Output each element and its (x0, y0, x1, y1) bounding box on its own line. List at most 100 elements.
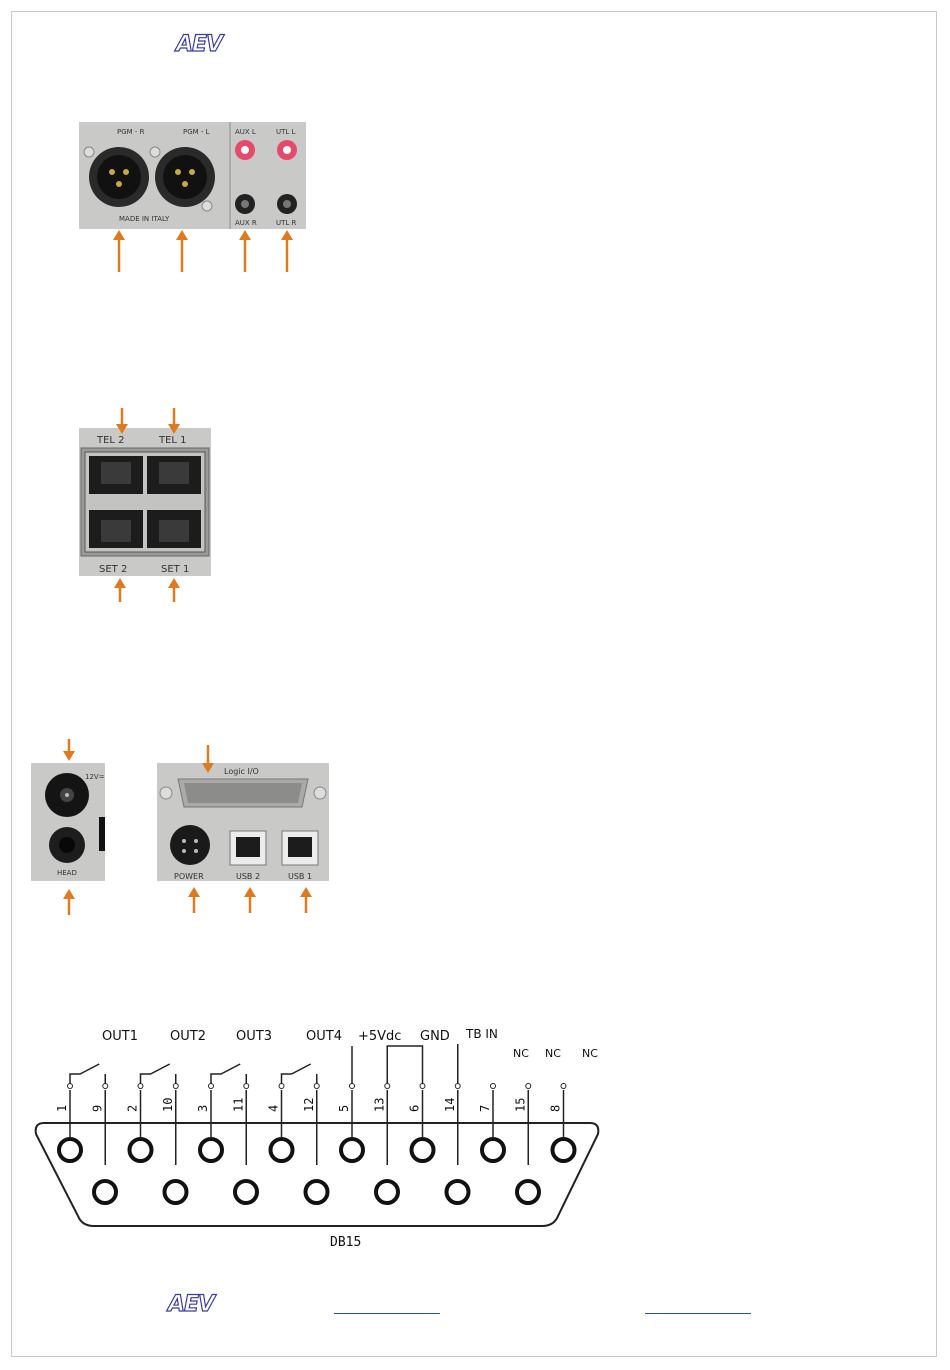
label-usb-1: USB 1 (288, 872, 312, 881)
pin-terminal (103, 1084, 108, 1089)
logo-text: AEV (168, 1292, 214, 1317)
rca-utl-l (277, 140, 297, 160)
audio-connectors-panel: PGM - R PGM - L AUX L UTL L AUX R UTL R … (79, 122, 309, 274)
arrow-pgm-l (176, 230, 188, 272)
pin-terminal (68, 1084, 73, 1089)
pin-hole-top (59, 1139, 81, 1161)
pin-hole-bottom (165, 1181, 187, 1203)
label-set-1: SET 1 (161, 564, 189, 575)
headphone-jack (49, 827, 85, 863)
pin-number: 4 (267, 1105, 281, 1112)
label-set-2: SET 2 (99, 564, 127, 575)
pin-number: 15 (513, 1098, 527, 1112)
relay-contact (282, 1064, 311, 1084)
arrow-set-2 (114, 578, 126, 602)
arrow-head (63, 889, 75, 915)
pin-number: 7 (478, 1105, 492, 1112)
footer-link-2[interactable] (645, 1313, 751, 1314)
usb-port-2 (230, 831, 266, 865)
arrow-power (188, 887, 200, 913)
rj-jack-tel-2 (89, 456, 143, 494)
aev-logo-bottom: AEV (168, 1294, 228, 1316)
pin-hole-bottom (447, 1181, 469, 1203)
pin-hole-bottom (376, 1181, 398, 1203)
pin-number: 12 (302, 1098, 316, 1112)
pin-number: 13 (372, 1098, 386, 1112)
label-out3: OUT3 (236, 1029, 272, 1044)
label-5vdc: +5Vdc (358, 1029, 401, 1044)
db15-pinout-diagram: 192103114125136147158 OUT1 OUT2 OUT3 OUT… (30, 1020, 610, 1252)
label-made-in: MADE IN ITALY (119, 215, 170, 223)
pin-hole-bottom (517, 1181, 539, 1203)
pin-number: 10 (161, 1098, 175, 1112)
label-nc-2: NC (545, 1047, 561, 1060)
label-aux-l: AUX L (235, 128, 256, 136)
label-tb-in: TB IN (465, 1027, 498, 1041)
logic-usb-panel: Logic I/O POWER USB 2 USB 1 (156, 743, 332, 917)
label-db15: DB15 (330, 1235, 361, 1250)
arrow-set-1 (168, 578, 180, 602)
arrow-aux (239, 230, 251, 272)
rca-aux-r (235, 194, 255, 214)
label-utl-r: UTL R (276, 219, 297, 227)
pin-terminal (561, 1084, 566, 1089)
pin-terminal (350, 1084, 355, 1089)
label-nc-1: NC (513, 1047, 529, 1060)
label-utl-l: UTL L (276, 128, 296, 136)
pin-number: 2 (126, 1105, 140, 1112)
pin-hole-top (341, 1139, 363, 1161)
relay-contact (70, 1064, 99, 1084)
pin-number: 14 (443, 1098, 457, 1112)
rca-aux-l (235, 140, 255, 160)
label-12v: 12V= (85, 773, 105, 781)
pin-hole-top (130, 1139, 152, 1161)
label-logic-io: Logic I/O (224, 767, 259, 776)
label-usb-2: USB 2 (236, 872, 260, 881)
label-tel-1: TEL 1 (158, 435, 187, 446)
pin-hole-top (553, 1139, 575, 1161)
pin-number: 5 (337, 1105, 351, 1112)
pin-terminal (209, 1084, 214, 1089)
pin-hole-top (200, 1139, 222, 1161)
relay-contact (211, 1064, 240, 1084)
pin-number: 3 (196, 1105, 210, 1112)
pin-terminal (455, 1084, 460, 1089)
pin-number: 8 (549, 1105, 563, 1112)
pin-terminal (420, 1084, 425, 1089)
pin-number: 1 (55, 1105, 69, 1112)
db25-logic-connector (160, 779, 326, 807)
rj-jack-set-1 (147, 510, 201, 548)
pin-number: 6 (408, 1105, 422, 1112)
pin-hole-top (271, 1139, 293, 1161)
pin-hole-bottom (306, 1181, 328, 1203)
mini-din-power (170, 825, 210, 865)
label-pgm-l: PGM - L (183, 128, 210, 136)
label-out2: OUT2 (170, 1029, 206, 1044)
usb-port-1 (282, 831, 318, 865)
arrow-usb-2 (244, 887, 256, 913)
dc-power-jack (45, 773, 89, 817)
arrow-pgm-r (113, 230, 125, 272)
label-tel-2: TEL 2 (96, 435, 125, 446)
label-head: HEAD (57, 869, 77, 877)
gnd-bracket (387, 1046, 422, 1084)
pin-terminal (173, 1084, 178, 1089)
pin-terminal (314, 1084, 319, 1089)
label-pgm-r: PGM - R (117, 128, 145, 136)
logo-text: AEV (176, 32, 222, 57)
label-nc-3: NC (582, 1047, 598, 1060)
label-aux-r: AUX R (235, 219, 257, 227)
pin-hole-top (482, 1139, 504, 1161)
pin-number: 11 (231, 1098, 245, 1112)
label-power: POWER (174, 872, 204, 881)
rca-utl-r (277, 194, 297, 214)
footer-link-1[interactable] (334, 1313, 440, 1314)
pin-terminal (138, 1084, 143, 1089)
pin-hole-bottom (94, 1181, 116, 1203)
arrow-usb-1 (300, 887, 312, 913)
arrow-12v (63, 739, 75, 761)
power-head-panel: 12V= HEAD (31, 737, 111, 917)
rj-jack-set-2 (89, 510, 143, 548)
aev-logo-top: AEV (176, 34, 236, 56)
pin-terminal (244, 1084, 249, 1089)
